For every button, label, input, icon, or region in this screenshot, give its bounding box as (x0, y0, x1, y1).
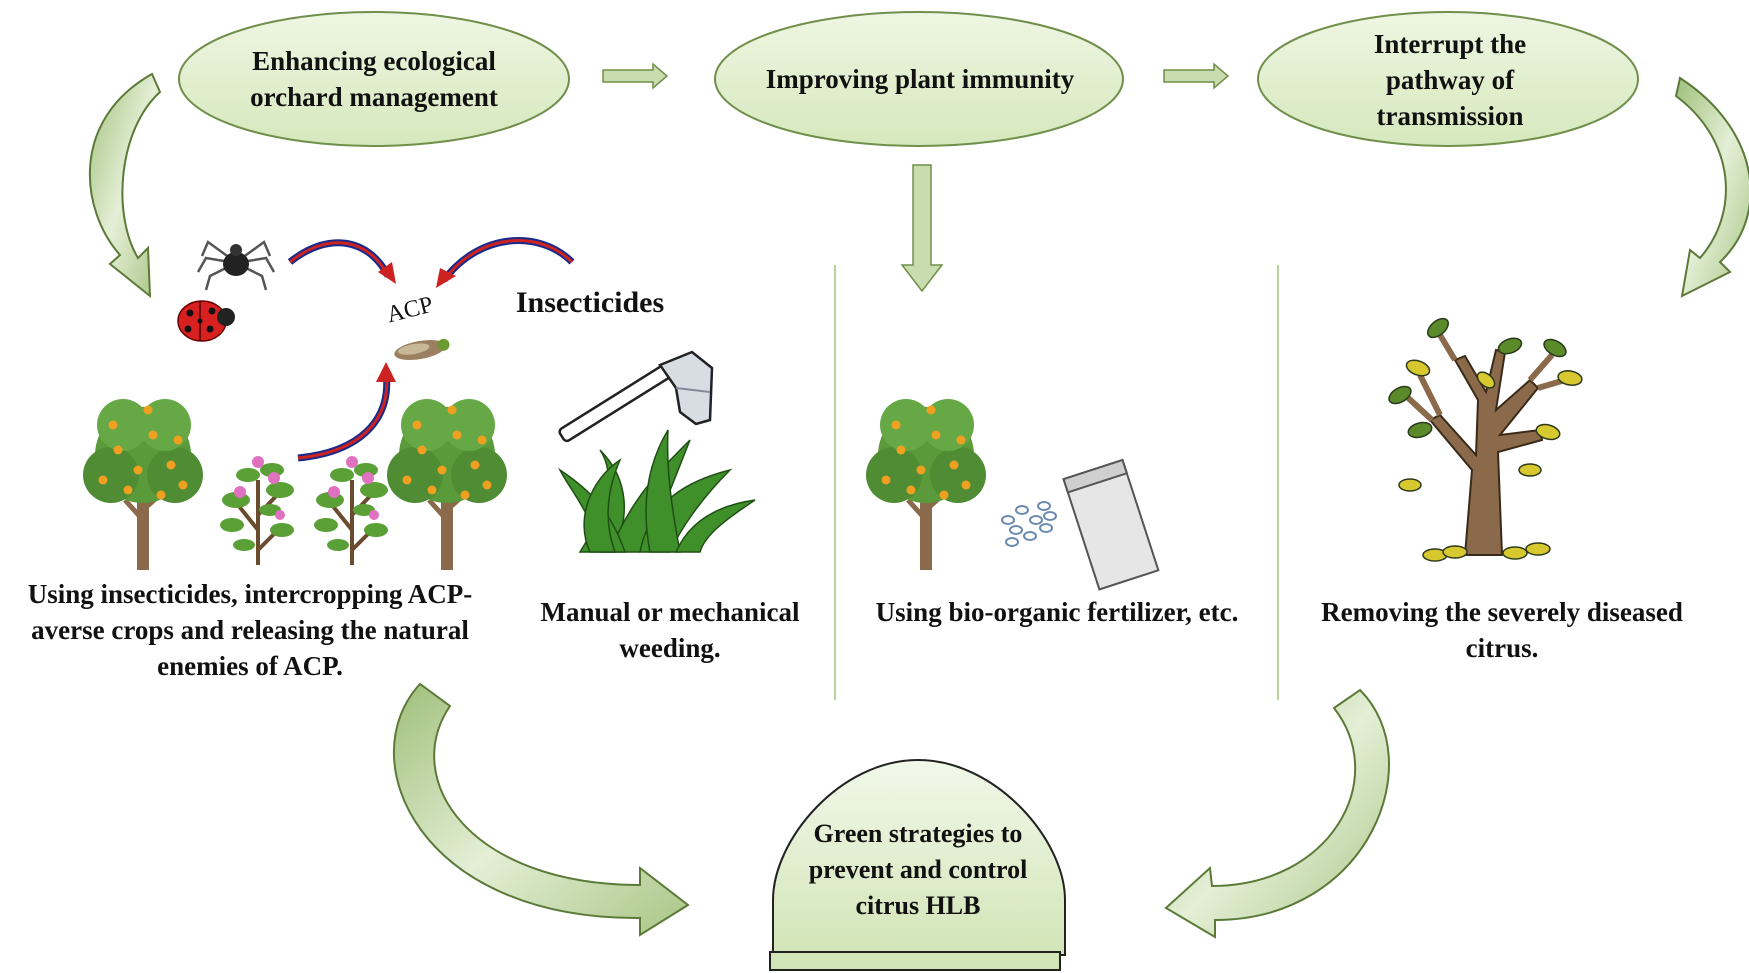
diseased-tree-icon (1388, 317, 1583, 562)
insecticide-arrow-head (436, 268, 456, 288)
flowering-crop-icon (312, 454, 390, 567)
stage-label-transmission: Interrupt the pathway of transmission (1373, 29, 1527, 131)
curved-arrow-bottom-left (392, 682, 690, 937)
hoe-icon (558, 350, 714, 443)
curved-arrow-bottom-right (1164, 688, 1390, 939)
weed-grass-icon (558, 429, 756, 553)
caption-weeding: Manual or mechanical weeding. (540, 597, 800, 663)
citrus-tree-icon (866, 399, 986, 570)
enemy-arrow-head (378, 262, 396, 284)
stage-label-immunity: Improving plant immunity (765, 64, 1075, 94)
caption-insecticides-intercropping: Using insecticides, intercropping ACP-av… (27, 579, 473, 681)
stage-label-orchard: Enhancing ecological orchard management (250, 46, 498, 112)
goal-dome-base (769, 951, 1061, 971)
arrow-right-1 (602, 62, 669, 90)
insecticide-arrow-core (442, 239, 574, 281)
goal-dome (772, 758, 1066, 956)
goal-label: Green strategies to prevent and control … (808, 819, 1028, 920)
citrus-tree-icon (83, 399, 203, 570)
enemy-arrow-core (289, 241, 390, 277)
arrow-right-2 (1163, 62, 1230, 90)
insecticides-label: Insecticides (515, 286, 665, 319)
spider-icon (196, 240, 276, 291)
enemy-arrow-stroke (287, 239, 392, 278)
stage-oval-immunity (714, 11, 1124, 147)
intercrop-arrow-stroke (297, 371, 391, 462)
acp-psyllid-icon (394, 338, 450, 360)
curved-arrow-left-top (88, 72, 162, 299)
ladybug-icon (177, 300, 235, 342)
caption-fertilizer: Using bio-organic fertilizer, etc. (875, 597, 1239, 627)
arrow-down-middle (900, 164, 944, 293)
flowering-crop-icon (218, 454, 296, 567)
curved-arrow-right-top (1674, 76, 1749, 298)
fertilizer-granules-icon (1001, 501, 1057, 547)
citrus-tree-icon (387, 399, 507, 570)
caption-removal: Removing the severely diseased citrus. (1321, 597, 1683, 663)
intercrop-arrow-core (297, 371, 389, 460)
intercrop-arrow-head (376, 362, 396, 382)
stage-oval-orchard (178, 11, 570, 147)
fertilizer-bag-icon (1062, 458, 1160, 591)
stage-oval-transmission (1257, 11, 1639, 147)
